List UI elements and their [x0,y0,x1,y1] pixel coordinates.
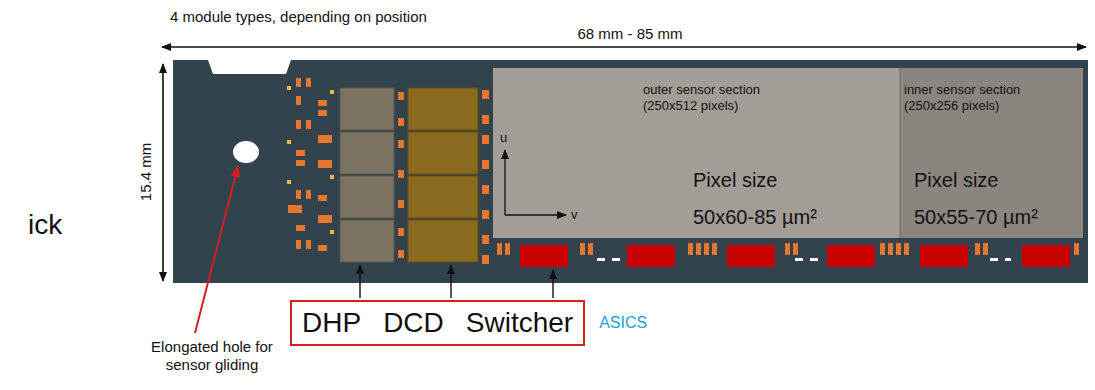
height-dimension [162,64,164,281]
outer-sensor-area [493,68,900,238]
dcd-pointer [450,265,451,298]
section-heading: inner sensor section (250x256 pixels) [904,82,1054,115]
callout-note: Elongated hole for sensor gliding [142,338,282,374]
inner-sensor-area [900,68,1083,238]
white-marks [597,258,1011,261]
u-axis [504,150,505,215]
width-dimension [162,46,1086,48]
asic-name: Switcher [466,305,573,341]
dhp-pointer [359,265,360,298]
pixel-size-value: 50x60-85 µm² [693,205,817,229]
solder-pads [287,86,334,234]
pixel-size-value: 50x55-70 µm² [914,205,1038,229]
group-label: ASICS [599,313,647,332]
smd-components [288,78,1079,264]
switcher-pointer [552,270,553,298]
v-axis [505,214,566,215]
sensor-section: outer sensor section (250x512 pixels) Pix… [493,68,900,238]
module-board [173,60,1088,283]
section-divider [900,68,901,238]
dhp-chips [340,88,394,262]
sensor-section: inner sensor section (250x256 pixels) Pix… [900,68,1083,238]
pixel-size-label: Pixel size [914,168,998,192]
hole-leader [195,166,238,333]
dimension-label: 15.4 mm [137,143,155,201]
gliding-hole [233,141,259,163]
cut-text: ick [28,208,62,242]
pixel-size-label: Pixel size [693,168,777,192]
switcher-chips [520,245,1070,267]
asic-name: DHP [302,305,361,341]
dimension-label: 68 mm - 85 mm [577,25,682,43]
axis-label: u [500,130,507,146]
asic-group-box: DHP DCD Switcher [290,300,585,346]
section-heading: outer sensor section (250x512 pixels) [643,82,793,115]
dcd-chips [408,88,478,262]
asic-name: DCD [383,305,444,341]
axis-label: v [571,207,578,223]
figure-heading: 4 module types, depending on position [170,8,427,26]
